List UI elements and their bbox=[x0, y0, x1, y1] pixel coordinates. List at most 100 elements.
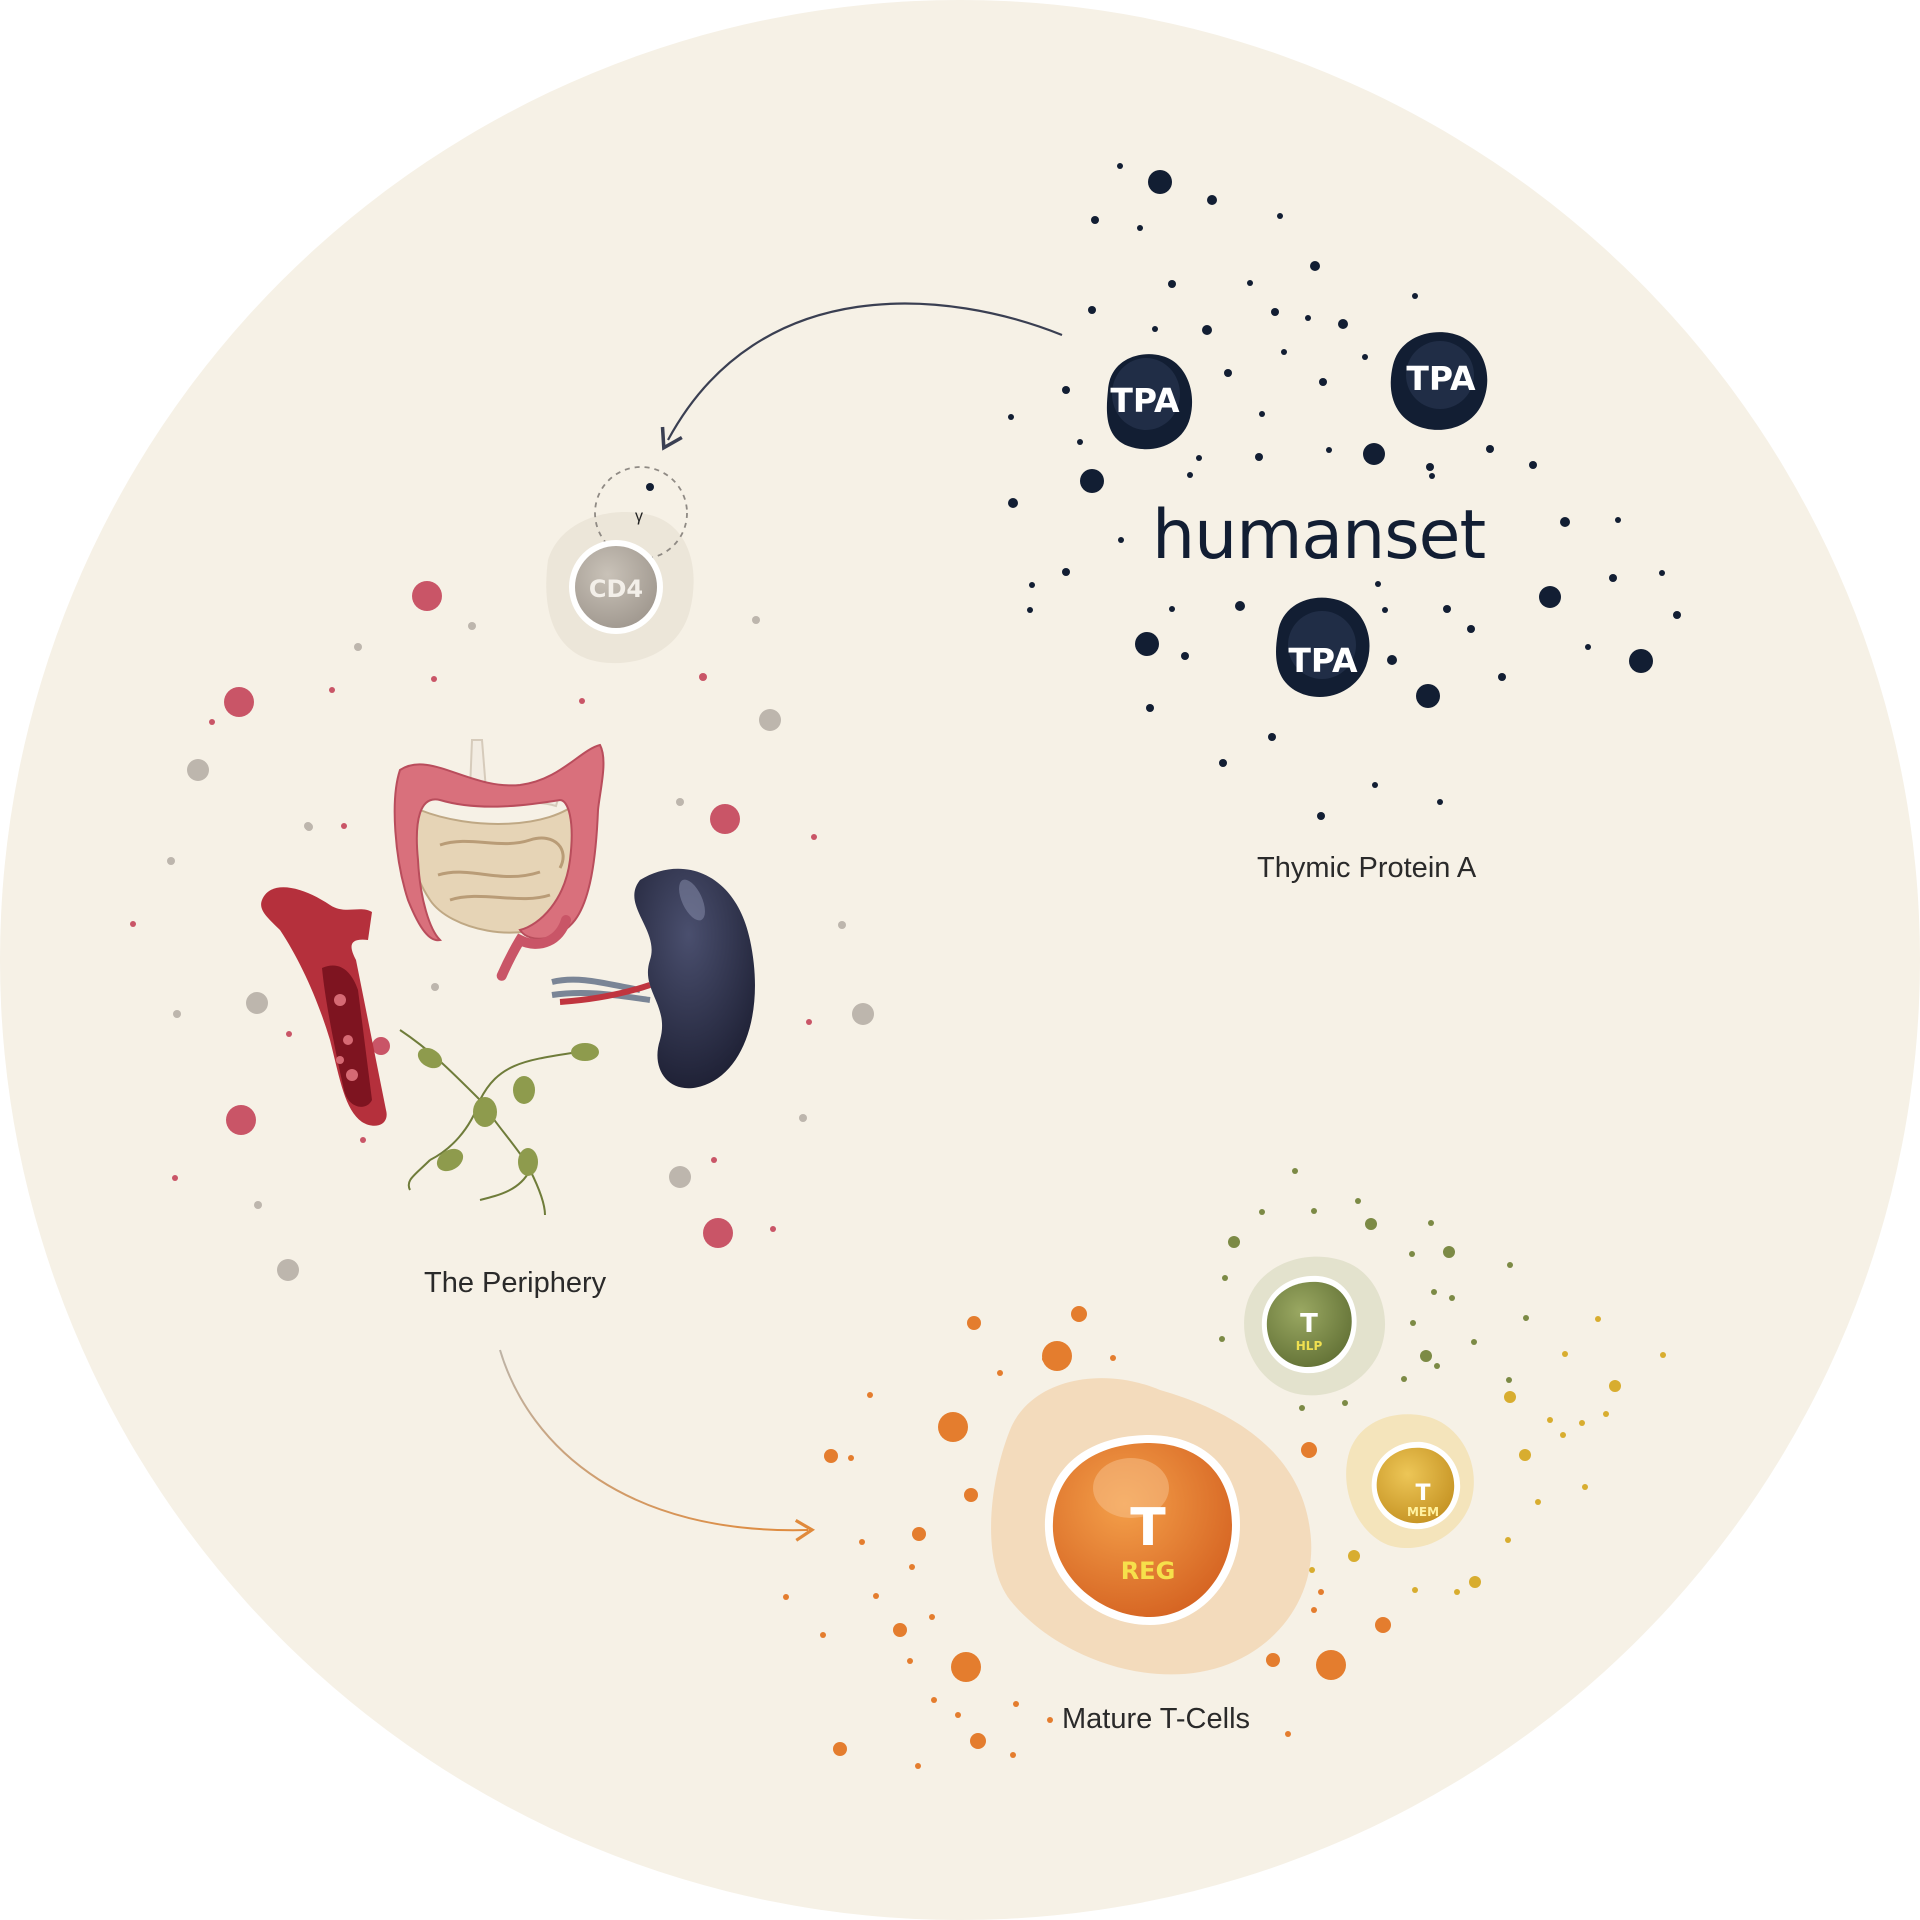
tpa-particle bbox=[1080, 469, 1104, 493]
tpa-particle bbox=[1498, 673, 1506, 681]
periphery-particle bbox=[286, 1031, 292, 1037]
tpa-particle bbox=[1169, 606, 1175, 612]
periphery-particle bbox=[468, 622, 476, 630]
tcell-particle bbox=[1660, 1352, 1666, 1358]
tpa-cell-label: TPA bbox=[1406, 359, 1476, 398]
tmem-sub-label: MEM bbox=[1407, 1505, 1439, 1519]
tcell-particle bbox=[1299, 1405, 1305, 1411]
tcell-particle bbox=[873, 1593, 879, 1599]
tcell-particle bbox=[1579, 1420, 1585, 1426]
tcell-particle bbox=[1348, 1550, 1360, 1562]
tcell-particle bbox=[1342, 1400, 1348, 1406]
periphery-particle bbox=[172, 1175, 178, 1181]
tcell-particle bbox=[1309, 1567, 1315, 1573]
tpa-particle bbox=[1372, 782, 1378, 788]
tcell-particle bbox=[955, 1712, 961, 1718]
tcell-particle bbox=[1595, 1316, 1601, 1322]
tcell-particle bbox=[1042, 1341, 1072, 1371]
tcell-particle bbox=[1471, 1339, 1477, 1345]
tpa-particle bbox=[1207, 195, 1217, 205]
tcell-particle bbox=[967, 1316, 981, 1330]
tcell-particle-dots bbox=[783, 1168, 1666, 1769]
tpa-particle bbox=[1362, 354, 1368, 360]
tpa-particle bbox=[1429, 473, 1435, 479]
tcell-particle bbox=[1560, 1432, 1566, 1438]
tcell-particle bbox=[1219, 1336, 1225, 1342]
tcell-particle bbox=[970, 1733, 986, 1749]
tpa-particle bbox=[1281, 349, 1287, 355]
periphery-particle bbox=[412, 581, 442, 611]
tcell-particle bbox=[1410, 1320, 1416, 1326]
tpa-particle bbox=[1088, 306, 1096, 314]
tcell-particle bbox=[964, 1488, 978, 1502]
tpa-particle bbox=[1268, 733, 1276, 741]
periphery-particle bbox=[246, 992, 268, 1014]
tpa-particle bbox=[1319, 378, 1327, 386]
tpa-cell-label: TPA bbox=[1288, 641, 1358, 680]
tcell-particle bbox=[1420, 1350, 1432, 1362]
tcell-particle bbox=[824, 1449, 838, 1463]
tpa-particle bbox=[1437, 799, 1443, 805]
tpa-particle bbox=[1062, 568, 1070, 576]
tpa-particle bbox=[1387, 655, 1397, 665]
tcell-particle bbox=[867, 1392, 873, 1398]
periphery-particle bbox=[187, 759, 209, 781]
tcell-particle bbox=[820, 1632, 826, 1638]
tpa-particle bbox=[1412, 293, 1418, 299]
tpa-particle bbox=[1416, 684, 1440, 708]
periphery-particle bbox=[711, 1157, 717, 1163]
thlp-cell: T HLP bbox=[1244, 1256, 1386, 1396]
periphery-particle bbox=[226, 1105, 256, 1135]
tpa-particle bbox=[1539, 586, 1561, 608]
tpa-particle bbox=[1181, 652, 1189, 660]
periphery-particle bbox=[710, 804, 740, 834]
tpa-particle bbox=[1219, 759, 1227, 767]
tpa-particle bbox=[1148, 170, 1172, 194]
tcell-particle bbox=[1010, 1752, 1016, 1758]
periphery-particle bbox=[224, 687, 254, 717]
tpa-particle bbox=[1235, 601, 1245, 611]
tpa-particle bbox=[1659, 570, 1665, 576]
tpa-particle bbox=[1202, 325, 1212, 335]
tcell-particle bbox=[1318, 1589, 1324, 1595]
tcell-particle bbox=[912, 1527, 926, 1541]
blood-vessel-icon bbox=[261, 887, 387, 1126]
intestine-icon bbox=[393, 739, 605, 981]
tcell-particle bbox=[1434, 1363, 1440, 1369]
periphery-particle bbox=[341, 823, 347, 829]
tcells-caption: Mature T-Cells bbox=[1062, 1703, 1250, 1735]
periphery-particle bbox=[167, 857, 175, 865]
tpa-particle bbox=[1317, 812, 1325, 820]
tcell-particle bbox=[1042, 1356, 1048, 1362]
tcell-particle bbox=[951, 1652, 981, 1682]
spleen-icon bbox=[551, 868, 755, 1089]
tcell-particle bbox=[1013, 1701, 1019, 1707]
tpa-caption: Thymic Protein A bbox=[1257, 852, 1477, 884]
tcell-particle bbox=[1409, 1251, 1415, 1257]
tcell-particle bbox=[1259, 1209, 1265, 1215]
tpa-particle bbox=[1168, 280, 1176, 288]
tpa-particle bbox=[1117, 163, 1123, 169]
tpa-particle bbox=[1247, 280, 1253, 286]
tpa-particle-dots bbox=[1008, 163, 1681, 820]
periphery-particle bbox=[209, 719, 215, 725]
periphery-particle bbox=[173, 1010, 181, 1018]
cd4-label: CD4 bbox=[589, 575, 643, 603]
periphery-particle bbox=[579, 698, 585, 704]
periphery-particle bbox=[838, 921, 846, 929]
tpa-particle bbox=[1224, 369, 1232, 377]
periphery-particle bbox=[254, 1201, 262, 1209]
tcell-particle bbox=[1443, 1246, 1455, 1258]
periphery-particle bbox=[770, 1226, 776, 1232]
periphery-particle bbox=[304, 822, 312, 830]
tpa-particle bbox=[1196, 455, 1202, 461]
periphery-particle bbox=[354, 643, 362, 651]
tpa-particle bbox=[1135, 632, 1159, 656]
tmem-main-label: T bbox=[1415, 1481, 1430, 1506]
tcell-particle bbox=[1506, 1377, 1512, 1383]
tpa-particle bbox=[1062, 386, 1070, 394]
tpa-particle bbox=[1008, 498, 1018, 508]
periphery-particle bbox=[703, 1218, 733, 1248]
periphery-particle bbox=[699, 673, 707, 681]
tpa-particle bbox=[1118, 537, 1124, 543]
